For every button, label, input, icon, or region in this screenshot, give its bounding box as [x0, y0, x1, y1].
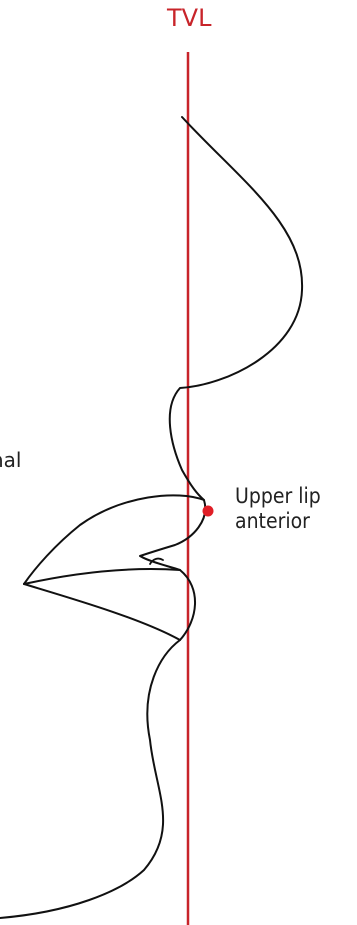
upper-lip-label-line-1: Upper lip: [235, 484, 321, 509]
upper-lip-anterior-point: [203, 506, 214, 517]
upper-lip-label-line-2: anterior: [235, 509, 321, 534]
tvl-label: TVL: [167, 6, 211, 30]
lip-commissure-line: [24, 569, 180, 584]
partial-normal-label: ormal: [0, 450, 21, 470]
lower-lip-line: [24, 584, 180, 640]
upper-lip-anterior-label: Upper lip anterior: [235, 484, 321, 534]
